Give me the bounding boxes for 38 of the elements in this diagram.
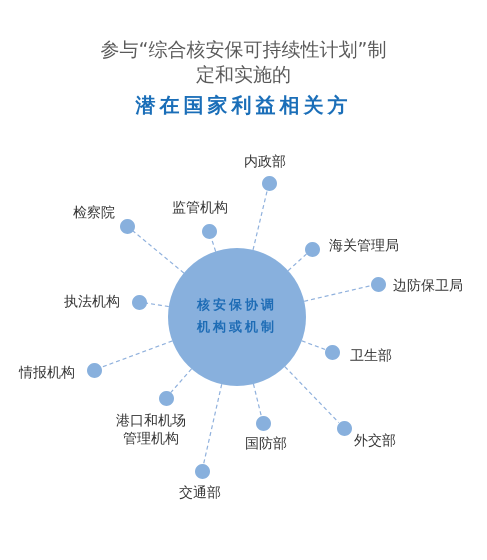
dot bbox=[304, 242, 320, 256]
dashed-connector bbox=[146, 302, 169, 308]
node-label: 执法机构 bbox=[64, 293, 120, 311]
dashed-connector bbox=[132, 230, 184, 274]
dashed-connector bbox=[252, 190, 268, 250]
dot bbox=[336, 420, 352, 436]
dashed-connector bbox=[252, 384, 262, 416]
dashed-connector bbox=[304, 285, 371, 302]
dot bbox=[158, 390, 174, 406]
title: 参与“综合核安保可持续性计划”制定和实施的 bbox=[100, 38, 388, 88]
node-label: 港口和机场管理机构 bbox=[115, 412, 187, 448]
node-label: 卫生部 bbox=[350, 347, 392, 365]
node-label: 边防保卫局 bbox=[393, 277, 463, 295]
dot bbox=[262, 176, 276, 190]
dot bbox=[324, 344, 340, 360]
dashed-connector bbox=[302, 340, 326, 350]
dot bbox=[370, 276, 386, 292]
node-label: 交通部 bbox=[179, 484, 221, 502]
node-label: 国防部 bbox=[245, 435, 287, 453]
node-label: 监管机构 bbox=[172, 199, 228, 217]
dot bbox=[132, 294, 146, 310]
node-label: 海关管理局 bbox=[329, 237, 399, 255]
node-label: 外交部 bbox=[354, 432, 396, 450]
dot bbox=[256, 416, 270, 430]
dot bbox=[194, 464, 210, 478]
hub-label: 核安保协调机构或机制 bbox=[197, 296, 277, 337]
dot bbox=[86, 362, 102, 378]
dashed-connector bbox=[288, 254, 307, 272]
node-label: 检察院 bbox=[73, 204, 115, 222]
dashed-connector bbox=[170, 368, 192, 393]
dot bbox=[202, 224, 216, 238]
dashed-connector bbox=[284, 366, 340, 424]
node-label: 内政部 bbox=[244, 153, 286, 171]
dot bbox=[120, 218, 134, 234]
subtitle: 潜在国家利益相关方 bbox=[134, 92, 352, 119]
dashed-connector bbox=[100, 340, 172, 368]
node-label: 情报机构 bbox=[19, 364, 75, 382]
dashed-connector bbox=[203, 384, 222, 464]
